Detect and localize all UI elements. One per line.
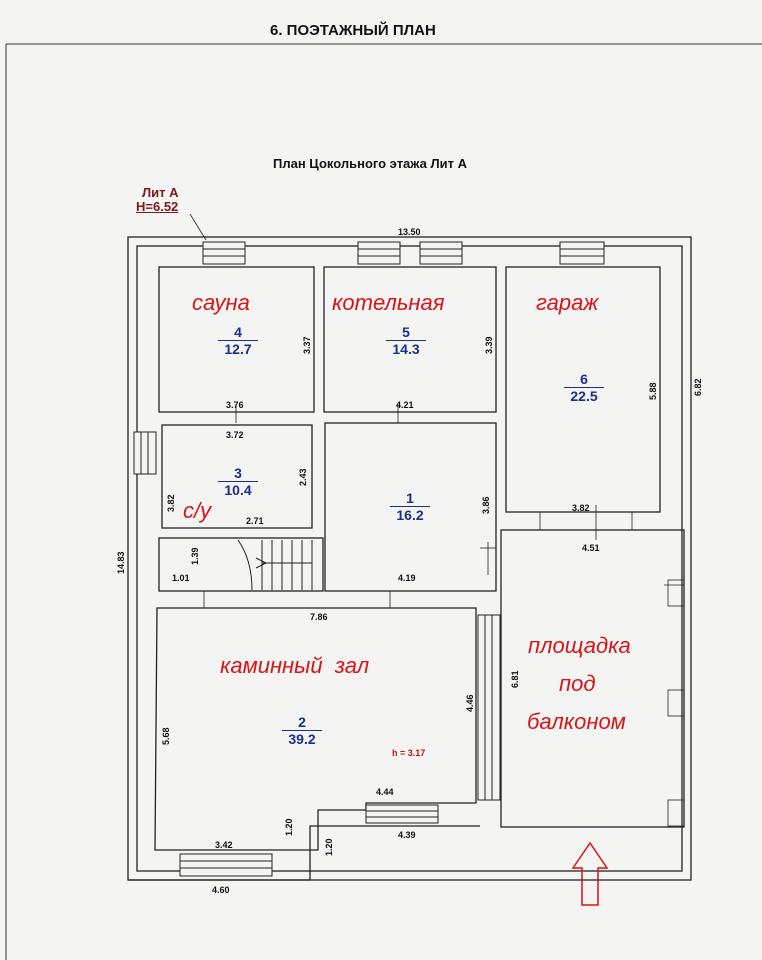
dim-porch-width: 4.51 bbox=[582, 543, 600, 553]
dim-bottom-mid: 4.39 bbox=[398, 830, 416, 840]
ceiling-height: h = 3.17 bbox=[392, 748, 426, 758]
window-boiler-2 bbox=[419, 241, 463, 265]
room-number-2: 2 bbox=[298, 714, 306, 730]
dim-hall-right: 4.46 bbox=[465, 694, 475, 712]
dim-boiler-height: 3.39 bbox=[484, 336, 494, 354]
room-area-4: 12.7 bbox=[218, 340, 258, 357]
room-label-wc: с/у bbox=[183, 498, 212, 523]
room-number-3: 3 bbox=[234, 465, 242, 481]
room-label-hall: каминный зал bbox=[220, 653, 370, 678]
dim-overall-left: 14.83 bbox=[116, 551, 126, 574]
room-sauna bbox=[158, 266, 315, 413]
dim-stair-width: 1.01 bbox=[172, 573, 190, 583]
dim-sauna-height: 3.37 bbox=[302, 336, 312, 354]
plan-subtitle: План Цокольного этажа Лит А bbox=[273, 156, 467, 171]
dim-wc-height: 2.43 bbox=[298, 468, 308, 486]
lit-label: Лит А bbox=[142, 185, 179, 200]
room-label-sauna: сауна bbox=[192, 290, 250, 315]
dim-garage-height: 5.88 bbox=[648, 382, 658, 400]
balcony-label-3: балконом bbox=[527, 709, 626, 734]
dim-overall-width: 13.50 bbox=[398, 227, 421, 237]
dim-bottom-inner: 3.42 bbox=[215, 840, 233, 850]
dim-overall-right: 6.82 bbox=[693, 378, 703, 396]
stair-area bbox=[158, 537, 324, 592]
balcony-area bbox=[500, 529, 685, 828]
entrance-arrow-icon bbox=[571, 841, 609, 906]
room-area-5: 14.3 bbox=[386, 340, 426, 357]
room-1 bbox=[324, 422, 497, 592]
room-number-6: 6 bbox=[580, 371, 588, 387]
outer-wall-inner bbox=[136, 245, 683, 872]
room-label-boiler: котельная bbox=[332, 290, 445, 315]
room-wc bbox=[161, 424, 313, 529]
dim-sauna-width: 3.76 bbox=[226, 400, 244, 410]
height-label: H=6.52 bbox=[136, 199, 179, 214]
dim-boiler-width: 4.21 bbox=[396, 400, 414, 410]
dim-hall-bottom: 4.44 bbox=[376, 787, 394, 797]
window-wc bbox=[133, 431, 157, 475]
window-garage bbox=[559, 241, 605, 265]
room-number-5: 5 bbox=[402, 324, 410, 340]
dim-wc-width-bottom: 2.71 bbox=[246, 516, 264, 526]
window-sauna bbox=[202, 241, 246, 265]
page-title: 6. ПОЭТАЖНЫЙ ПЛАН bbox=[270, 22, 436, 39]
room-number-1: 1 bbox=[406, 490, 414, 506]
window-hall-bottom bbox=[365, 804, 439, 824]
window-boiler-1 bbox=[357, 241, 401, 265]
dim-room1-height: 3.86 bbox=[481, 496, 491, 514]
dim-wc-left: 3.82 bbox=[166, 494, 176, 512]
window-hall-outer bbox=[179, 853, 273, 877]
dim-wc-width-top: 3.72 bbox=[226, 430, 244, 440]
room-area-1: 16.2 bbox=[390, 506, 430, 523]
window-hall-right bbox=[477, 614, 501, 801]
outer-wall-outer bbox=[127, 236, 692, 881]
dim-hall-left: 5.68 bbox=[161, 727, 171, 745]
dim-step-1: 1.20 bbox=[284, 818, 294, 836]
dim-porch-height: 6.81 bbox=[510, 670, 520, 688]
balcony-label-1: площадка bbox=[528, 633, 631, 658]
staircase bbox=[237, 539, 313, 591]
dim-hall-width: 7.86 bbox=[310, 612, 328, 622]
room-boiler bbox=[323, 266, 497, 413]
dim-garage-width: 3.82 bbox=[572, 503, 590, 513]
room-garage bbox=[505, 266, 661, 513]
room-area-3: 10.4 bbox=[218, 481, 258, 498]
dim-step-2: 1.20 bbox=[324, 838, 334, 856]
leader-lit bbox=[189, 213, 207, 241]
bottom-step-wall bbox=[128, 825, 480, 881]
room-area-2: 39.2 bbox=[282, 730, 322, 747]
dim-room1-width: 4.19 bbox=[398, 573, 416, 583]
dim-bottom-outer: 4.60 bbox=[212, 885, 230, 895]
room-number-4: 4 bbox=[234, 324, 242, 340]
room-area-6: 22.5 bbox=[564, 387, 604, 404]
balcony-label-2: под bbox=[559, 671, 596, 696]
dim-stair-height: 1.39 bbox=[190, 547, 200, 565]
room-label-garage: гараж bbox=[536, 290, 599, 315]
